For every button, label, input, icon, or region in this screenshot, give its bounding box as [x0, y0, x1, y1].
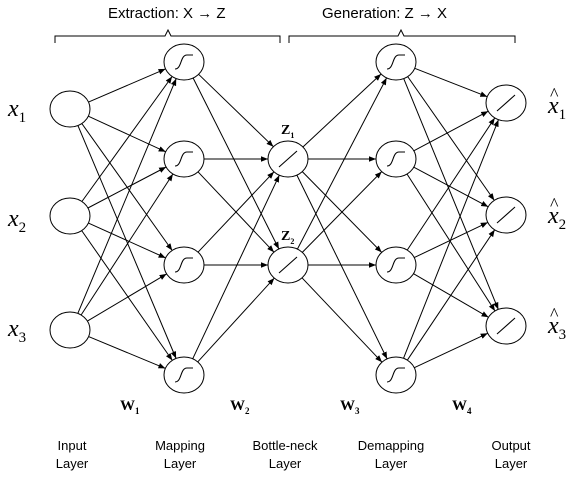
output-var-x1-hat: ^x1	[548, 84, 567, 123]
edge-input3-to-mapping1	[77, 78, 177, 314]
input-node-1	[49, 90, 91, 128]
edge-demapping1-to-output3	[403, 78, 499, 310]
mapping-node-2	[163, 140, 205, 178]
sigmoid-icon	[386, 257, 405, 273]
output-var-x2-hat: ^x2	[548, 194, 567, 233]
edge-input2-to-mapping2	[87, 166, 167, 209]
demapping-node-4	[375, 356, 417, 394]
input-var-x1: x1	[8, 96, 27, 126]
input-var-x3: x3	[8, 316, 27, 346]
edge-demapping4-to-output2	[406, 229, 496, 361]
edge-bottleneck2-to-demapping2	[301, 171, 383, 253]
brackets	[54, 28, 516, 43]
connections	[77, 67, 499, 369]
edge-demapping4-to-output3	[414, 332, 488, 369]
input-var-x2: x2	[8, 206, 27, 236]
input-node-2	[49, 197, 91, 235]
linear-icon	[496, 94, 516, 112]
sigmoid-icon	[386, 54, 405, 70]
sigmoid-icon	[174, 257, 193, 273]
output-node-2	[485, 196, 527, 234]
edge-input3-to-mapping4	[88, 336, 166, 369]
edge-bottleneck2-to-demapping1	[296, 77, 388, 250]
demapping-node-2	[375, 140, 417, 178]
weight-w2: W2	[230, 398, 250, 416]
edge-bottleneck2-to-demapping4	[301, 277, 383, 363]
edge-input1-to-mapping1	[88, 68, 166, 103]
edge-demapping1-to-output2	[407, 76, 495, 201]
weight-w1: W1	[120, 398, 140, 416]
sigmoid-icon	[386, 151, 405, 167]
output-node-3	[485, 307, 527, 345]
generation-bracket	[288, 28, 516, 43]
linear-icon	[278, 256, 298, 274]
generation-label: Generation: Z → X	[322, 5, 448, 22]
extraction-label: Extraction: X → Z	[108, 5, 226, 22]
mapping-node-4	[163, 356, 205, 394]
edge-mapping1-to-bottleneck1	[198, 73, 274, 148]
output-node-1	[485, 84, 527, 122]
edge-input3-to-mapping2	[80, 173, 174, 316]
edge-demapping2-to-output2	[413, 166, 489, 208]
sigmoid-icon	[174, 367, 193, 383]
edge-demapping2-to-output1	[413, 110, 489, 152]
edge-mapping1-to-bottleneck2	[192, 77, 280, 250]
weight-w3: W3	[340, 398, 360, 416]
sigmoid-icon	[386, 367, 405, 383]
edge-mapping3-to-bottleneck1	[197, 171, 275, 253]
demapping-node-3	[375, 246, 417, 284]
output-var-x3-hat: ^x3	[548, 304, 567, 343]
edge-demapping4-to-output1	[403, 119, 499, 359]
edge-input2-to-mapping1	[81, 76, 173, 202]
bottleneck-var-z1: Z1	[281, 123, 295, 140]
linear-icon	[496, 317, 516, 335]
mapping-node-1	[163, 43, 205, 81]
linear-icon	[278, 150, 298, 168]
weight-w4: W4	[452, 398, 472, 416]
edge-input2-to-mapping4	[81, 230, 173, 361]
edge-mapping4-to-bottleneck1	[192, 174, 280, 360]
edge-mapping4-to-bottleneck2	[197, 277, 275, 363]
sigmoid-icon	[174, 151, 193, 167]
edge-demapping3-to-output1	[406, 117, 496, 251]
bottleneck-node-2	[267, 246, 309, 284]
edge-input2-to-mapping3	[88, 222, 166, 259]
linear-icon	[496, 206, 516, 224]
edge-demapping2-to-output3	[406, 173, 496, 312]
demapping-node-1	[375, 43, 417, 81]
edge-input1-to-mapping2	[88, 115, 166, 153]
input-node-3	[49, 311, 91, 349]
bottleneck-node-1	[267, 140, 309, 178]
edge-demapping1-to-output1	[414, 67, 488, 98]
edge-bottleneck1-to-demapping1	[302, 73, 382, 148]
edge-input1-to-mapping4	[77, 125, 177, 359]
edge-bottleneck1-to-demapping4	[296, 174, 388, 360]
bottleneck-var-z2: Z2	[281, 229, 295, 246]
extraction-bracket	[54, 28, 281, 43]
mapping-node-3	[163, 246, 205, 284]
edge-input3-to-mapping3	[87, 273, 167, 322]
neurons	[49, 43, 527, 394]
sigmoid-icon	[174, 54, 193, 70]
